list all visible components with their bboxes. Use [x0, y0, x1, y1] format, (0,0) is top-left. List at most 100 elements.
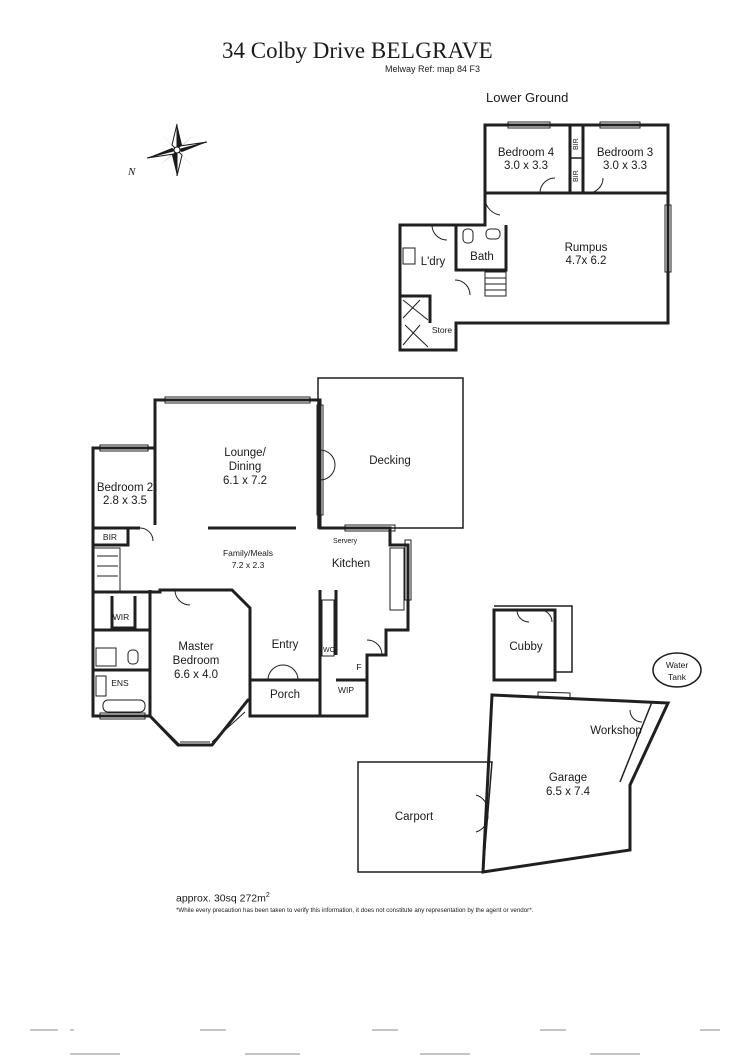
side-door — [366, 639, 383, 656]
bir-main-label: BIR — [103, 532, 117, 542]
garage-door-b — [475, 814, 489, 833]
disclaimer: *While every precaution has been taken t… — [176, 907, 534, 914]
family-size: 7.2 x 2.3 — [232, 560, 265, 570]
address-street: 34 Colby Drive — [222, 38, 366, 63]
main-level-plan — [91, 377, 464, 747]
bedroom3-size: 3.0 x 3.3 — [603, 160, 647, 172]
master-size: 6.6 x 4.0 — [174, 669, 218, 681]
window-lounge-top — [164, 396, 311, 404]
main-level-labels: Lounge/ Dining 6.1 x 7.2 Decking Bedroom… — [97, 447, 411, 701]
water-tank-icon — [652, 652, 702, 688]
lower-ground-plan — [398, 121, 672, 352]
bedroom4-name: Bedroom 4 — [498, 147, 555, 159]
lounge-name-1: Lounge/ — [224, 447, 266, 459]
window-bed4 — [507, 121, 551, 129]
wo-label: WO — [323, 647, 336, 654]
kitchen-label: Kitchen — [332, 558, 370, 570]
rumpus-name: Rumpus — [565, 242, 608, 254]
ens-vanity — [95, 675, 107, 697]
workshop-label: Workshop — [590, 725, 642, 737]
bir-wall — [93, 528, 130, 547]
cubby-label: Cubby — [509, 641, 542, 653]
cubby-outline — [492, 608, 557, 682]
main-outline — [91, 398, 410, 747]
workshop-door — [629, 709, 643, 723]
door-bed4 — [539, 177, 556, 194]
master-wall — [93, 588, 252, 716]
ens-toilet — [127, 649, 139, 665]
deck-doors — [319, 449, 336, 481]
cubby-door — [516, 609, 553, 623]
property-address: 34 Colby Drive BELGRAVE — [222, 38, 493, 64]
outbuildings-plan — [357, 605, 702, 874]
kitchen-bench — [321, 547, 405, 657]
laundry-label: L'dry — [421, 256, 446, 268]
carport-label: Carport — [395, 811, 434, 823]
bed2-door — [139, 527, 154, 542]
rumpus-size: 4.7x 6.2 — [566, 255, 607, 267]
door-laundry — [431, 224, 448, 241]
porch-label: Porch — [270, 689, 300, 701]
stair-main — [93, 547, 121, 593]
lower-ground-label: Lower Ground — [486, 90, 569, 105]
bedroom2-wall — [93, 448, 157, 530]
garage-door-a — [475, 794, 489, 813]
scan-edge-marks — [30, 1029, 720, 1055]
entry-label: Entry — [272, 639, 299, 651]
bedroom3-name: Bedroom 3 — [597, 147, 653, 159]
ens-bath — [102, 699, 146, 713]
workshop-wall — [619, 701, 653, 783]
lounge-name-2: Dining — [229, 461, 262, 473]
garage-name: Garage — [549, 772, 587, 784]
door-rumpus — [484, 199, 501, 216]
cubby-deck — [494, 605, 573, 673]
store-wall — [400, 294, 432, 323]
lower-ground-labels: Bedroom 4 3.0 x 3.3 Bedroom 3 3.0 x 3.3 … — [421, 138, 653, 335]
ens-label: ENS — [111, 678, 129, 688]
master-name-1: Master — [178, 641, 213, 653]
master-name-2: Bedroom — [173, 655, 220, 667]
window-master — [154, 711, 246, 746]
floor-area-superscript: 2 — [265, 892, 270, 899]
family-name: Family/Meals — [223, 548, 273, 558]
entry-doors — [267, 664, 299, 681]
door-bed3 — [587, 177, 604, 194]
rumpus-stair — [484, 271, 507, 297]
bedroom4-size: 3.0 x 3.3 — [504, 160, 548, 172]
wir-label: WIR — [113, 612, 130, 622]
window-ens — [99, 712, 146, 720]
door-store — [454, 279, 471, 296]
lounge-size: 6.1 x 7.2 — [223, 475, 267, 487]
wip-label: WIP — [338, 685, 354, 695]
decking-label: Decking — [369, 455, 411, 467]
window-bed3 — [599, 121, 641, 129]
garage-size: 6.5 x 7.4 — [546, 786, 591, 798]
bath-toilet — [462, 228, 474, 244]
north-label: N — [128, 166, 136, 178]
bedroom2-size: 2.8 x 3.5 — [103, 495, 147, 507]
window-rumpus — [664, 204, 672, 273]
garage-outline — [481, 693, 671, 874]
bath-label: Bath — [470, 251, 494, 263]
window-kitchen — [344, 524, 412, 601]
servery-label: Servery — [333, 538, 358, 545]
ens-shower — [95, 647, 117, 667]
melway-reference: Melway Ref: map 84 F3 — [385, 64, 481, 74]
compass-rose-icon — [146, 123, 208, 177]
address-suburb: BELGRAVE — [370, 38, 493, 63]
outbuildings-labels: Cubby Water Tank Workshop Garage 6.5 x 7… — [395, 641, 689, 823]
window-lounge-side — [316, 404, 324, 516]
bath-basin — [485, 228, 501, 240]
fridge-label: F — [356, 662, 361, 672]
water-tank-line2: Tank — [668, 672, 687, 682]
window-bed2 — [99, 444, 149, 452]
master-door — [174, 589, 191, 606]
laundry-tub — [402, 247, 416, 265]
bedroom2-name: Bedroom 2 — [97, 482, 153, 494]
floor-area-value: approx. 30sq 272m — [176, 892, 266, 905]
garage-window — [537, 691, 571, 700]
decking-outline — [317, 377, 464, 529]
wir-ens-wall — [93, 596, 150, 672]
stair-lines — [402, 299, 429, 348]
